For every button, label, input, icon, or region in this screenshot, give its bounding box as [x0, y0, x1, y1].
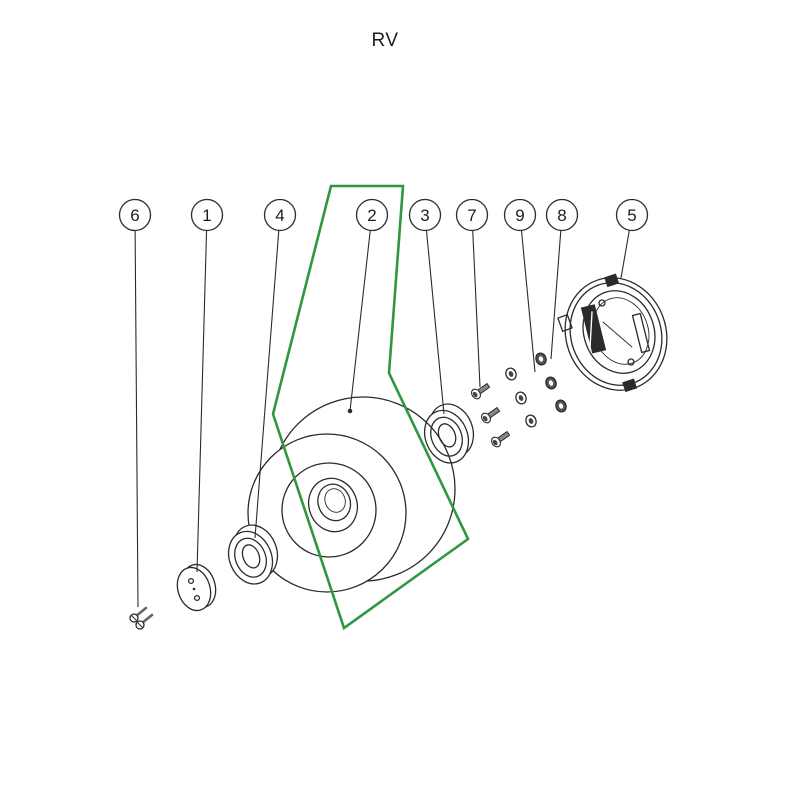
callout-number-9: 9 — [515, 206, 524, 225]
callout-balloon-6: 6 — [118, 198, 152, 232]
leader-dot-2 — [347, 408, 353, 414]
callout-balloon-5: 5 — [615, 198, 649, 232]
callout-number-3: 3 — [420, 206, 429, 225]
wheel-2-illustration — [247, 396, 456, 593]
callout-number-7: 7 — [467, 206, 476, 225]
callout-number-8: 8 — [557, 206, 566, 225]
leader-line-9 — [519, 214, 536, 373]
highlight-outline-part-2 — [271, 184, 470, 631]
callout-balloon-4: 4 — [263, 198, 297, 232]
callout-balloon-7: 7 — [455, 198, 489, 232]
callout-number-4: 4 — [275, 206, 284, 225]
leader-line-4 — [254, 214, 281, 539]
callout-balloon-1: 1 — [190, 198, 224, 232]
screws-6-illustration — [129, 606, 154, 630]
leader-line-1 — [196, 214, 208, 573]
leader-lines-layer — [134, 214, 633, 608]
callout-number-1: 1 — [202, 206, 211, 225]
callout-number-2: 2 — [367, 206, 376, 225]
page-title: RV — [371, 30, 399, 51]
hub-assembly-illustration — [557, 273, 668, 393]
callout-balloon-2: 2 — [355, 198, 389, 232]
callout-balloon-9: 9 — [503, 198, 537, 232]
callout-number-6: 6 — [130, 206, 139, 225]
leader-line-3 — [424, 214, 445, 415]
washers-8-illustration — [533, 350, 569, 415]
leader-line-7 — [471, 214, 481, 388]
leader-line-8 — [550, 214, 563, 360]
leader-line-6 — [134, 214, 139, 608]
callout-number-5: 5 — [627, 206, 636, 225]
callout-balloons-layer: 6 1 4 2 3 7 9 8 5 — [118, 198, 649, 232]
callout-balloon-8: 8 — [545, 198, 579, 232]
bolts-7-illustration — [469, 380, 512, 450]
washers-9-illustration — [503, 365, 539, 430]
bearing-3-illustration — [414, 396, 484, 471]
callout-balloon-3: 3 — [408, 198, 442, 232]
plate-1-illustration — [176, 563, 217, 612]
leader-line-2 — [349, 214, 373, 412]
